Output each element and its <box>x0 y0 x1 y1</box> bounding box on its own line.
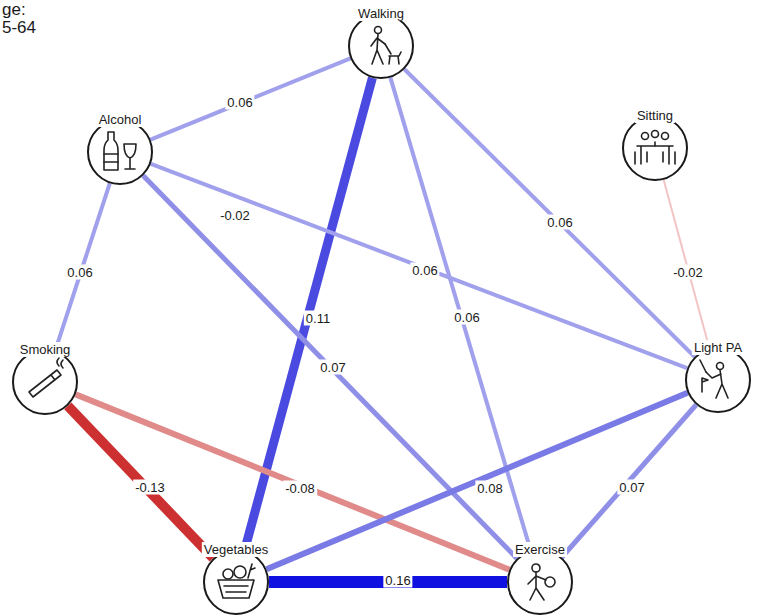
node-circle: Sitting <box>622 115 688 181</box>
vegetables-icon <box>218 564 255 598</box>
node-label: Vegetables <box>202 542 270 557</box>
node-circle: Exercise <box>507 549 573 615</box>
node-circle: Light PA <box>685 347 751 413</box>
node-circle: Vegetables <box>203 549 269 615</box>
node-label: Walking <box>356 6 406 21</box>
node-circle: Walking <box>348 13 414 79</box>
edge-label: 0.06 <box>410 263 439 278</box>
node-label: Exercise <box>513 542 567 557</box>
smoking-icon <box>29 358 63 397</box>
edge-line <box>68 406 213 558</box>
node-label: Light PA <box>692 340 744 355</box>
edge-label: 0.06 <box>452 310 481 325</box>
node-label: Sitting <box>635 108 675 123</box>
edge-line <box>266 393 687 569</box>
node-circle: Alcohol <box>87 119 153 185</box>
edge-line <box>76 394 510 569</box>
edge-label: 0.07 <box>318 360 347 375</box>
edge-label: -0.08 <box>283 481 317 496</box>
alcohol-icon <box>104 132 136 170</box>
node-circle: Smoking <box>12 349 78 415</box>
edge-line <box>245 78 373 550</box>
edge-line <box>151 58 351 139</box>
edge-line <box>664 180 710 348</box>
panel-label: ge: <box>2 0 26 19</box>
edge-label: 0.06 <box>225 95 254 110</box>
edge-label: -0.13 <box>133 480 167 495</box>
edge-line <box>390 78 530 551</box>
light-pa-icon <box>700 360 728 398</box>
edge-label: 0.06 <box>65 265 94 280</box>
edge-label: 0.08 <box>475 481 504 496</box>
exercise-icon <box>528 564 555 600</box>
walking-icon <box>371 27 401 65</box>
node-label: Alcohol <box>97 112 144 127</box>
edge-label: 0.16 <box>383 573 412 588</box>
edge-value-label: -0.02 <box>218 208 252 223</box>
edge-label: 0.11 <box>304 311 332 326</box>
edge-line <box>562 405 696 557</box>
edge-line <box>55 183 110 350</box>
edge-line <box>151 164 687 368</box>
node-label: Smoking <box>18 342 73 357</box>
edge-label: -0.02 <box>671 265 705 280</box>
edge-label: 0.06 <box>545 215 574 230</box>
panel-label: 5-64 <box>2 18 36 37</box>
edge-label: 0.07 <box>617 480 646 495</box>
sitting-icon <box>635 131 675 165</box>
